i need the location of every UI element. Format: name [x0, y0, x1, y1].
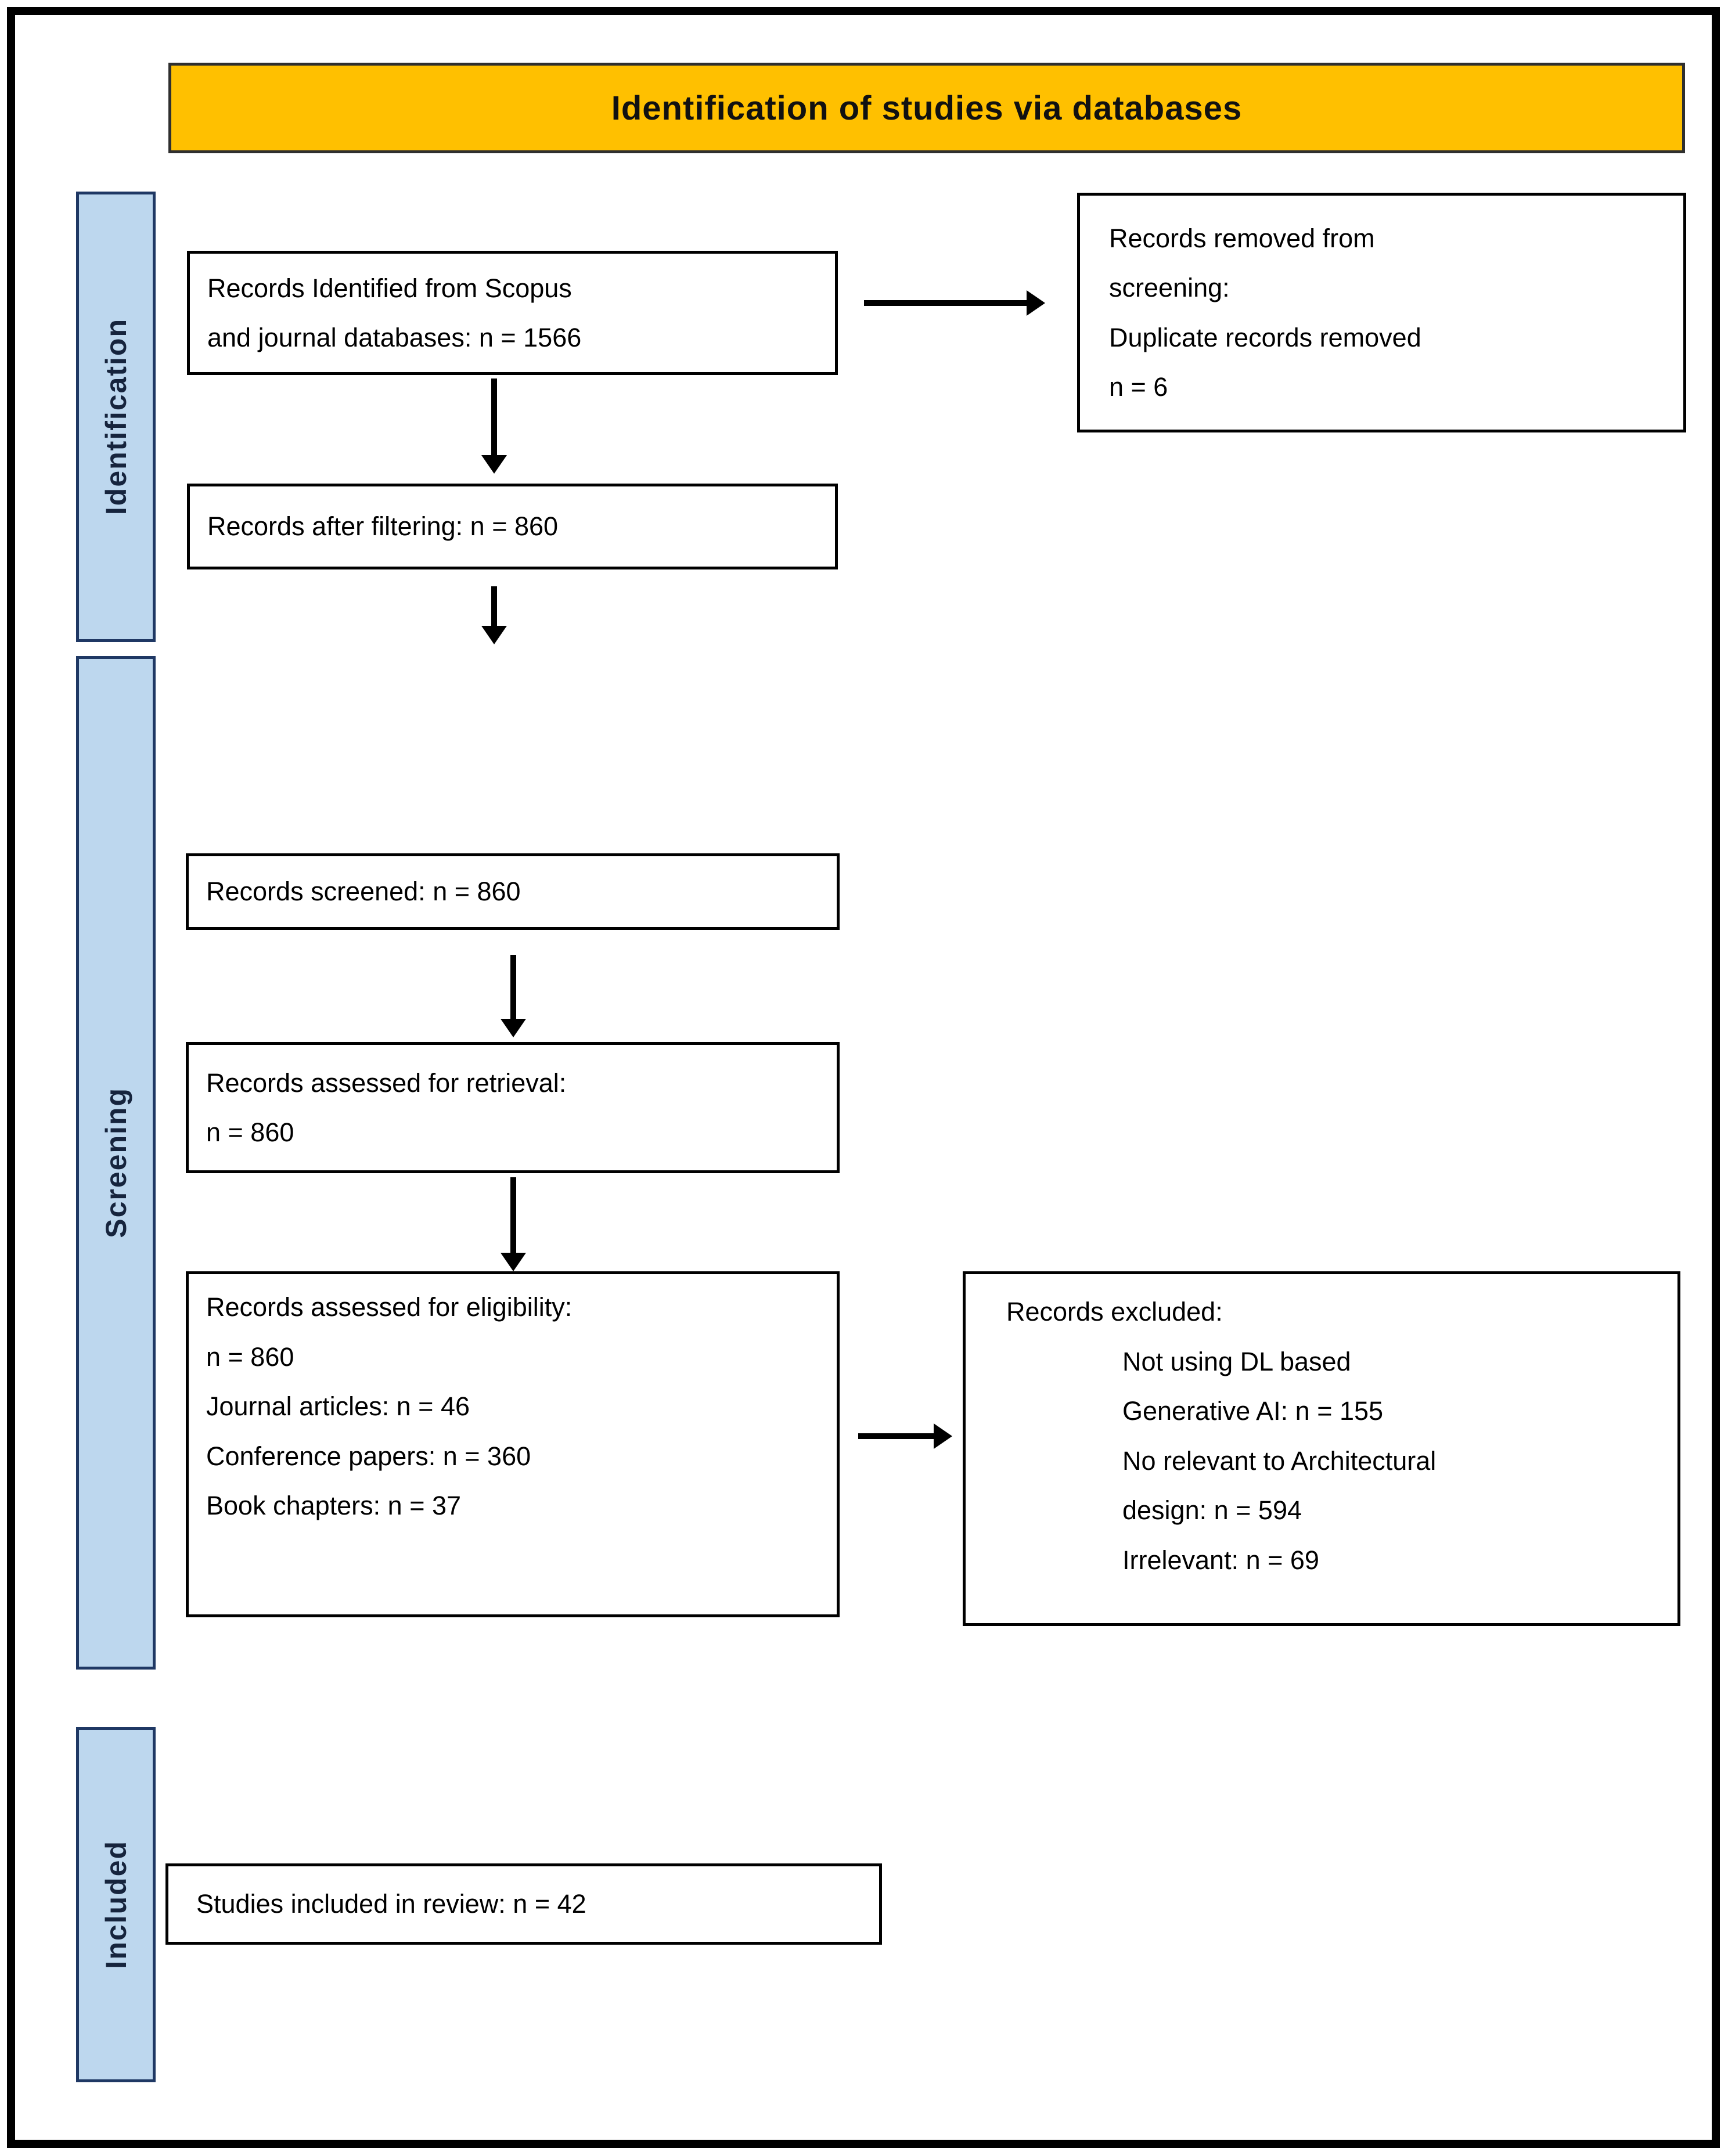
diagram-title: Identification of studies via databases: [611, 89, 1243, 127]
box-records-excluded-header: Records excluded:: [1006, 1297, 1223, 1326]
box-records-screened-text: Records screened: n = 860: [206, 877, 521, 907]
stage-bar-included: Included: [76, 1727, 156, 2082]
arrow-filtering-to-screening-icon: [481, 586, 507, 644]
stage-label-identification: Identification: [99, 318, 132, 515]
box-records-identified: Records Identified from Scopus and journ…: [187, 251, 838, 375]
stage-bar-screening: Screening: [76, 656, 156, 1670]
arrow-shaft: [491, 378, 497, 456]
arrow-head: [1027, 290, 1045, 316]
box-records-assessed-retrieval: Records assessed for retrieval: n = 860: [186, 1042, 840, 1173]
arrow-head: [481, 626, 507, 644]
arrow-head: [501, 1019, 526, 1037]
box-records-after-filtering-text: Records after filtering: n = 860: [207, 511, 559, 542]
arrow-screened-to-retrieval-icon: [501, 955, 526, 1037]
box-records-removed: Records removed from screening: Duplicat…: [1077, 193, 1686, 432]
arrow-shaft: [864, 300, 1028, 306]
box-studies-included-text: Studies included in review: n = 42: [196, 1889, 586, 1919]
box-records-assessed-eligibility-text: Records assessed for eligibility: n = 86…: [206, 1292, 573, 1520]
page-border: [7, 7, 1720, 2148]
box-studies-included: Studies included in review: n = 42: [165, 1863, 882, 1945]
box-records-identified-text: Records Identified from Scopus and journ…: [207, 273, 582, 353]
arrow-head: [934, 1423, 952, 1449]
box-records-excluded-details: Not using DL based Generative AI: n = 15…: [1122, 1346, 1437, 1575]
diagram-title-banner: Identification of studies via databases: [168, 63, 1685, 153]
box-records-removed-text: Records removed from screening: Duplicat…: [1109, 223, 1421, 402]
arrow-head: [481, 455, 507, 474]
stage-label-screening: Screening: [99, 1087, 132, 1238]
stage-label-included: Included: [99, 1840, 132, 1969]
arrow-identified-to-filtering-icon: [481, 378, 507, 474]
arrow-shaft: [510, 955, 516, 1020]
arrow-retrieval-to-eligibility-icon: [501, 1177, 526, 1271]
stage-bar-identification: Identification: [76, 192, 156, 642]
box-records-assessed-eligibility: Records assessed for eligibility: n = 86…: [186, 1271, 840, 1617]
arrow-identified-to-removed-icon: [864, 290, 1045, 316]
arrow-shaft: [491, 586, 497, 627]
arrow-head: [501, 1253, 526, 1271]
arrow-eligibility-to-excluded-icon: [858, 1423, 952, 1449]
arrow-shaft: [510, 1177, 516, 1254]
box-records-assessed-retrieval-text: Records assessed for retrieval: n = 860: [206, 1068, 567, 1148]
arrow-shaft: [858, 1433, 935, 1439]
box-records-screened: Records screened: n = 860: [186, 853, 840, 930]
box-records-excluded: Records excluded: Not using DL based Gen…: [963, 1271, 1680, 1626]
box-records-after-filtering: Records after filtering: n = 860: [187, 484, 838, 569]
